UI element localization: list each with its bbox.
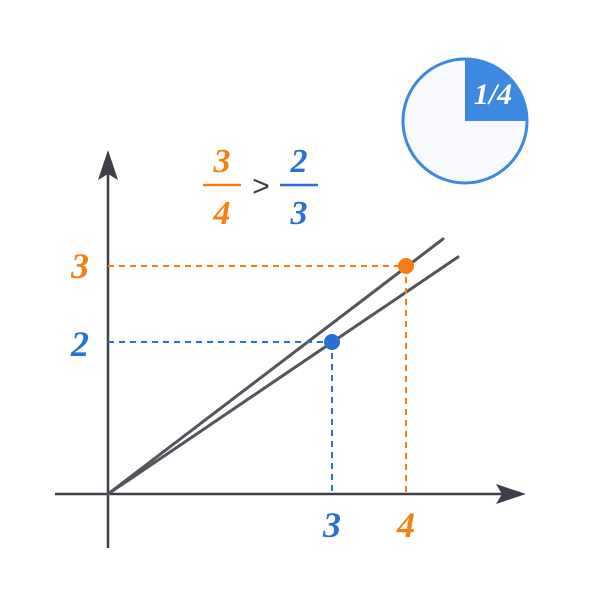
x-axis-arrow bbox=[496, 484, 526, 504]
blue-point bbox=[324, 334, 340, 350]
fraction-comparison: 3 4 > 2 3 bbox=[203, 143, 318, 232]
slope-lines bbox=[106, 237, 460, 496]
fraction-wedge bbox=[465, 59, 527, 121]
right-denominator: 3 bbox=[290, 195, 308, 232]
blue-y-label: 2 bbox=[70, 324, 89, 364]
slope-line-three-quarters bbox=[106, 237, 445, 496]
left-numerator: 3 bbox=[213, 143, 231, 180]
y-axis-arrow bbox=[98, 150, 118, 180]
orange-point-group: 3 4 bbox=[70, 246, 415, 545]
axes bbox=[55, 150, 526, 548]
left-denominator: 4 bbox=[213, 195, 231, 232]
blue-x-label: 3 bbox=[322, 505, 341, 545]
orange-x-label: 4 bbox=[396, 505, 415, 545]
right-numerator: 2 bbox=[290, 143, 308, 180]
greater-than-sign: > bbox=[252, 170, 270, 203]
orange-point bbox=[398, 258, 414, 274]
slope-line-two-thirds bbox=[106, 255, 460, 496]
fraction-badge-label: 1/4 bbox=[474, 78, 512, 111]
fraction-badge: 1/4 bbox=[401, 57, 529, 185]
orange-y-label: 3 bbox=[70, 246, 89, 286]
blue-point-group: 2 3 bbox=[70, 324, 341, 545]
